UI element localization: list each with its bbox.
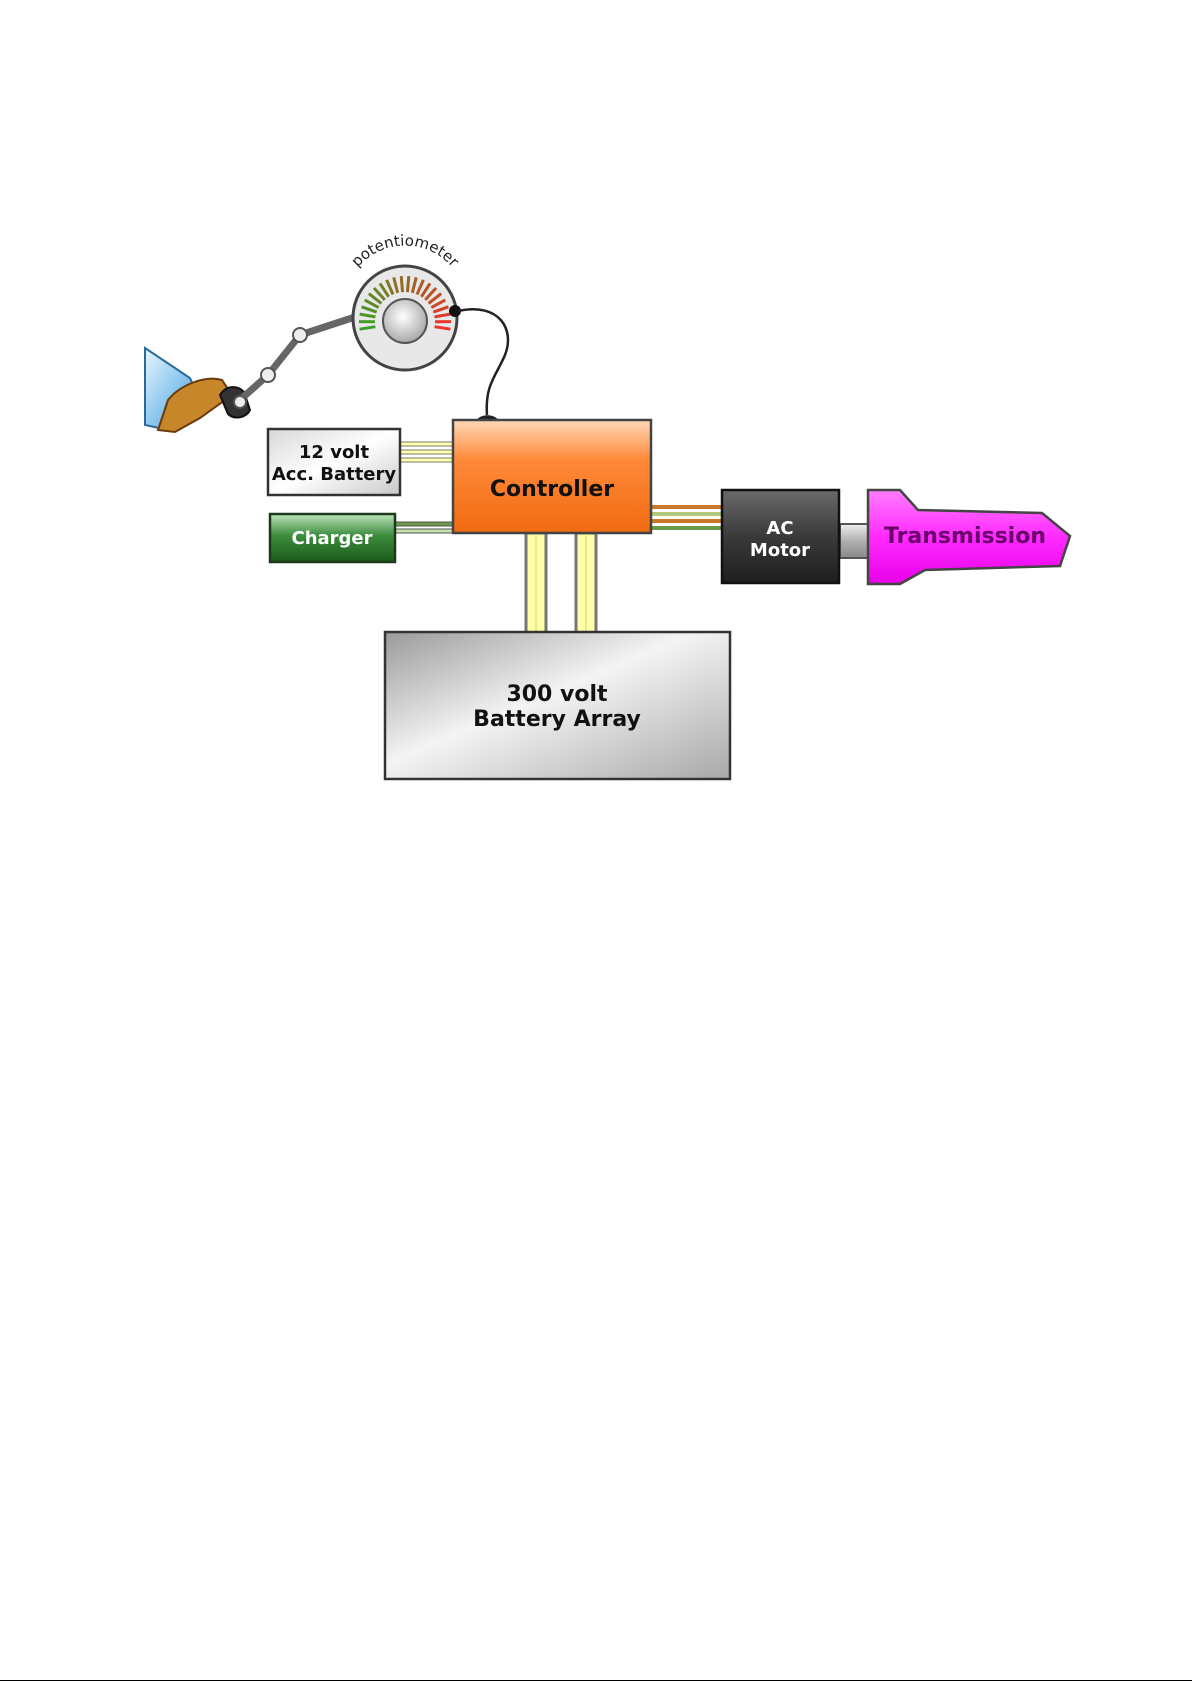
potentiometer-knob — [383, 299, 427, 343]
charger-label: Charger — [291, 528, 372, 549]
linkage-joint — [234, 396, 246, 408]
transmission-label: Transmission — [884, 524, 1046, 549]
signal-wire — [458, 309, 508, 415]
battery-array-label-line2: Battery Array — [473, 707, 641, 732]
wire-battery-array — [526, 533, 596, 633]
wire-acc-battery — [398, 444, 454, 460]
potentiometer: potentiometer — [347, 231, 463, 370]
potentiometer-tick — [407, 276, 408, 292]
battery-array: 300 volt Battery Array — [385, 632, 730, 779]
controller: Controller — [453, 420, 651, 533]
linkage-joint — [261, 368, 275, 382]
linkage-joint — [293, 328, 307, 342]
ac-motor-label-line1: AC — [766, 518, 793, 539]
potentiometer-tick — [401, 276, 402, 292]
acc-battery: 12 volt Acc. Battery — [268, 429, 400, 495]
transmission: Transmission — [868, 490, 1070, 584]
page-bottom-rule — [0, 1680, 1192, 1681]
acc-battery-label-line1: 12 volt — [299, 442, 370, 463]
charger: Charger — [270, 514, 395, 562]
battery-array-label-line1: 300 volt — [506, 682, 608, 707]
ac-motor: AC Motor — [722, 490, 870, 583]
foot-pedal — [145, 317, 355, 432]
wire-charger — [396, 524, 454, 531]
ac-motor-label-line2: Motor — [750, 540, 810, 561]
wire-motor — [651, 507, 724, 528]
acc-battery-label-line2: Acc. Battery — [272, 464, 397, 485]
controller-label: Controller — [490, 477, 614, 502]
